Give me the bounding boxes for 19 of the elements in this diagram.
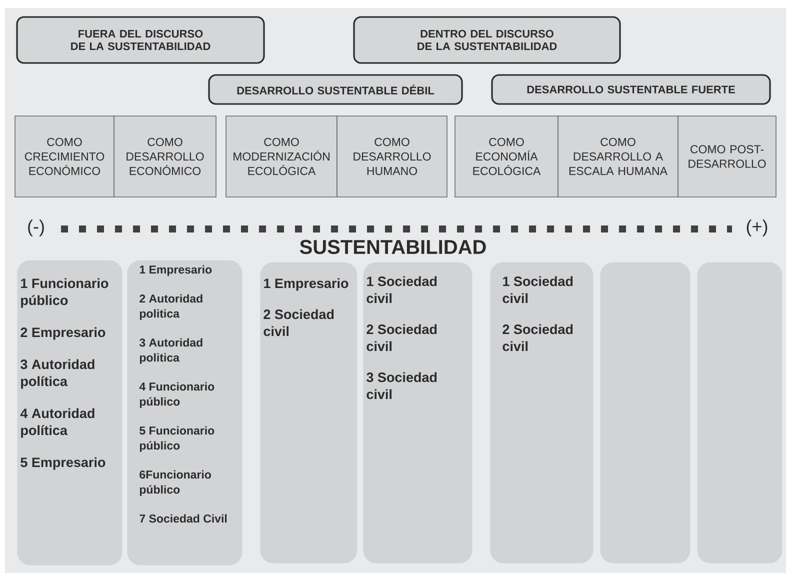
heading-box: DESARROLLO SUSTENTABLE FUERTE: [491, 74, 771, 105]
category-box: COMO ECONOMÍA ECOLÓGICA: [454, 116, 558, 198]
scale-title: SUSTENTABILIDAD: [300, 240, 486, 254]
category-box: COMO DESARROLLO ECONÓMICO: [114, 116, 216, 198]
category-box: COMO POST-DESARROLLO: [678, 116, 776, 198]
actor-column: 1 Empresario 2 Autoridad politica 3 Autoridad politica 4 Funcionario público 5 Funcionario público 6Funcionario público 7 Sociedad Civil: [127, 260, 242, 566]
category-box: COMO DESARROLLO HUMANO: [336, 116, 448, 198]
category-box: COMO CRECIMIENTO ECONÓMICO: [14, 116, 114, 198]
scale-end-label: (+): [746, 220, 768, 236]
scale-end-label: (-): [28, 220, 44, 236]
actor-column: 1 Empresario 2 Sociedad civil: [260, 262, 358, 564]
heading-box: DENTRO DEL DISCURSO DE LA SUSTENTABILIDAD: [353, 16, 621, 64]
category-box: COMO DESARROLLO A ESCALA HUMANA: [558, 116, 678, 198]
category-box: COMO MODERNIZACIÓN ECOLÓGICA: [226, 116, 338, 198]
heading-box: FUERA DEL DISCURSO DE LA SUSTENTABILIDAD: [16, 16, 265, 64]
actor-column: 1 Sociedad civil 2 Sociedad civil: [490, 262, 594, 564]
actor-column: 1 Sociedad civil 2 Sociedad civil 3 Sociedad civil: [363, 262, 472, 564]
actor-column: 1 Funcionario público 2 Empresario 3 Autoridad política 4 Autoridad política 5 Empresario: [17, 260, 122, 566]
heading-box: DESARROLLO SUSTENTABLE DÉBIL: [208, 74, 463, 105]
